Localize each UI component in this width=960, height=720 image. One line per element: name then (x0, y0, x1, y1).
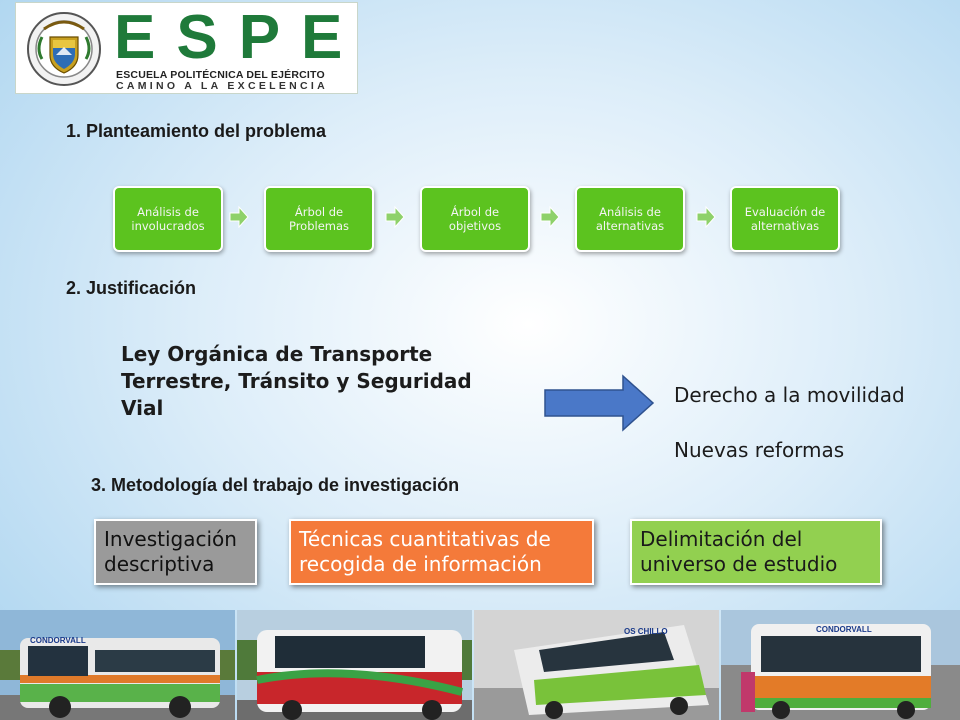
flow-arrow-icon (229, 206, 249, 228)
method-box-delimitacion: Delimitación del universo de estudio (630, 519, 882, 585)
bus-sign-text: OS CHILLO (624, 627, 668, 636)
flow-arrow-icon (696, 206, 716, 228)
section1-heading: 1. Planteamiento del problema (66, 121, 327, 141)
bus-photo-2 (237, 610, 472, 720)
method-box-descriptiva: Investigación descriptiva (94, 519, 257, 585)
bus-photo-3: OS CHILLO (474, 610, 719, 720)
flow-step-5: Evaluación de alternativas (730, 186, 840, 252)
logo-motto: CAMINO A LA EXCELENCIA (116, 80, 329, 92)
flow-arrow-icon (540, 206, 560, 228)
section3-heading: 3. Metodología del trabajo de investigac… (91, 475, 460, 495)
section2-heading: 2. Justificación (66, 278, 197, 298)
flow-step-4: Análisis de alternativas (575, 186, 685, 252)
flow-arrow-icon (385, 206, 405, 228)
right-arrow-icon (544, 374, 655, 432)
outcome-reformas: Nuevas reformas (674, 438, 845, 462)
flow-step-1: Análisis de involucrados (113, 186, 223, 252)
flow-step-3: Árbol de objetivos (420, 186, 530, 252)
bus-photo-1: CONDORVALL (0, 610, 235, 720)
flow-step-2: Árbol de Problemas (264, 186, 374, 252)
method-box-tecnicas: Técnicas cuantitativas de recogida de in… (289, 519, 594, 585)
bus-photo-4: CONDORVALL (721, 610, 960, 720)
espe-logo: ESPE ESCUELA POLITÉCNICA DEL EJÉRCITO CA… (15, 2, 358, 94)
bus-sign-text: CONDORVALL (816, 625, 872, 634)
university-seal-icon (27, 12, 101, 86)
law-text: Ley Orgánica de Transporte Terrestre, Tr… (121, 342, 472, 420)
outcome-movilidad: Derecho a la movilidad (674, 383, 905, 407)
bus-sign-text: CONDORVALL (30, 636, 86, 645)
logo-title: ESPE (114, 3, 364, 72)
logo-subtitle: ESCUELA POLITÉCNICA DEL EJÉRCITO (116, 69, 325, 81)
